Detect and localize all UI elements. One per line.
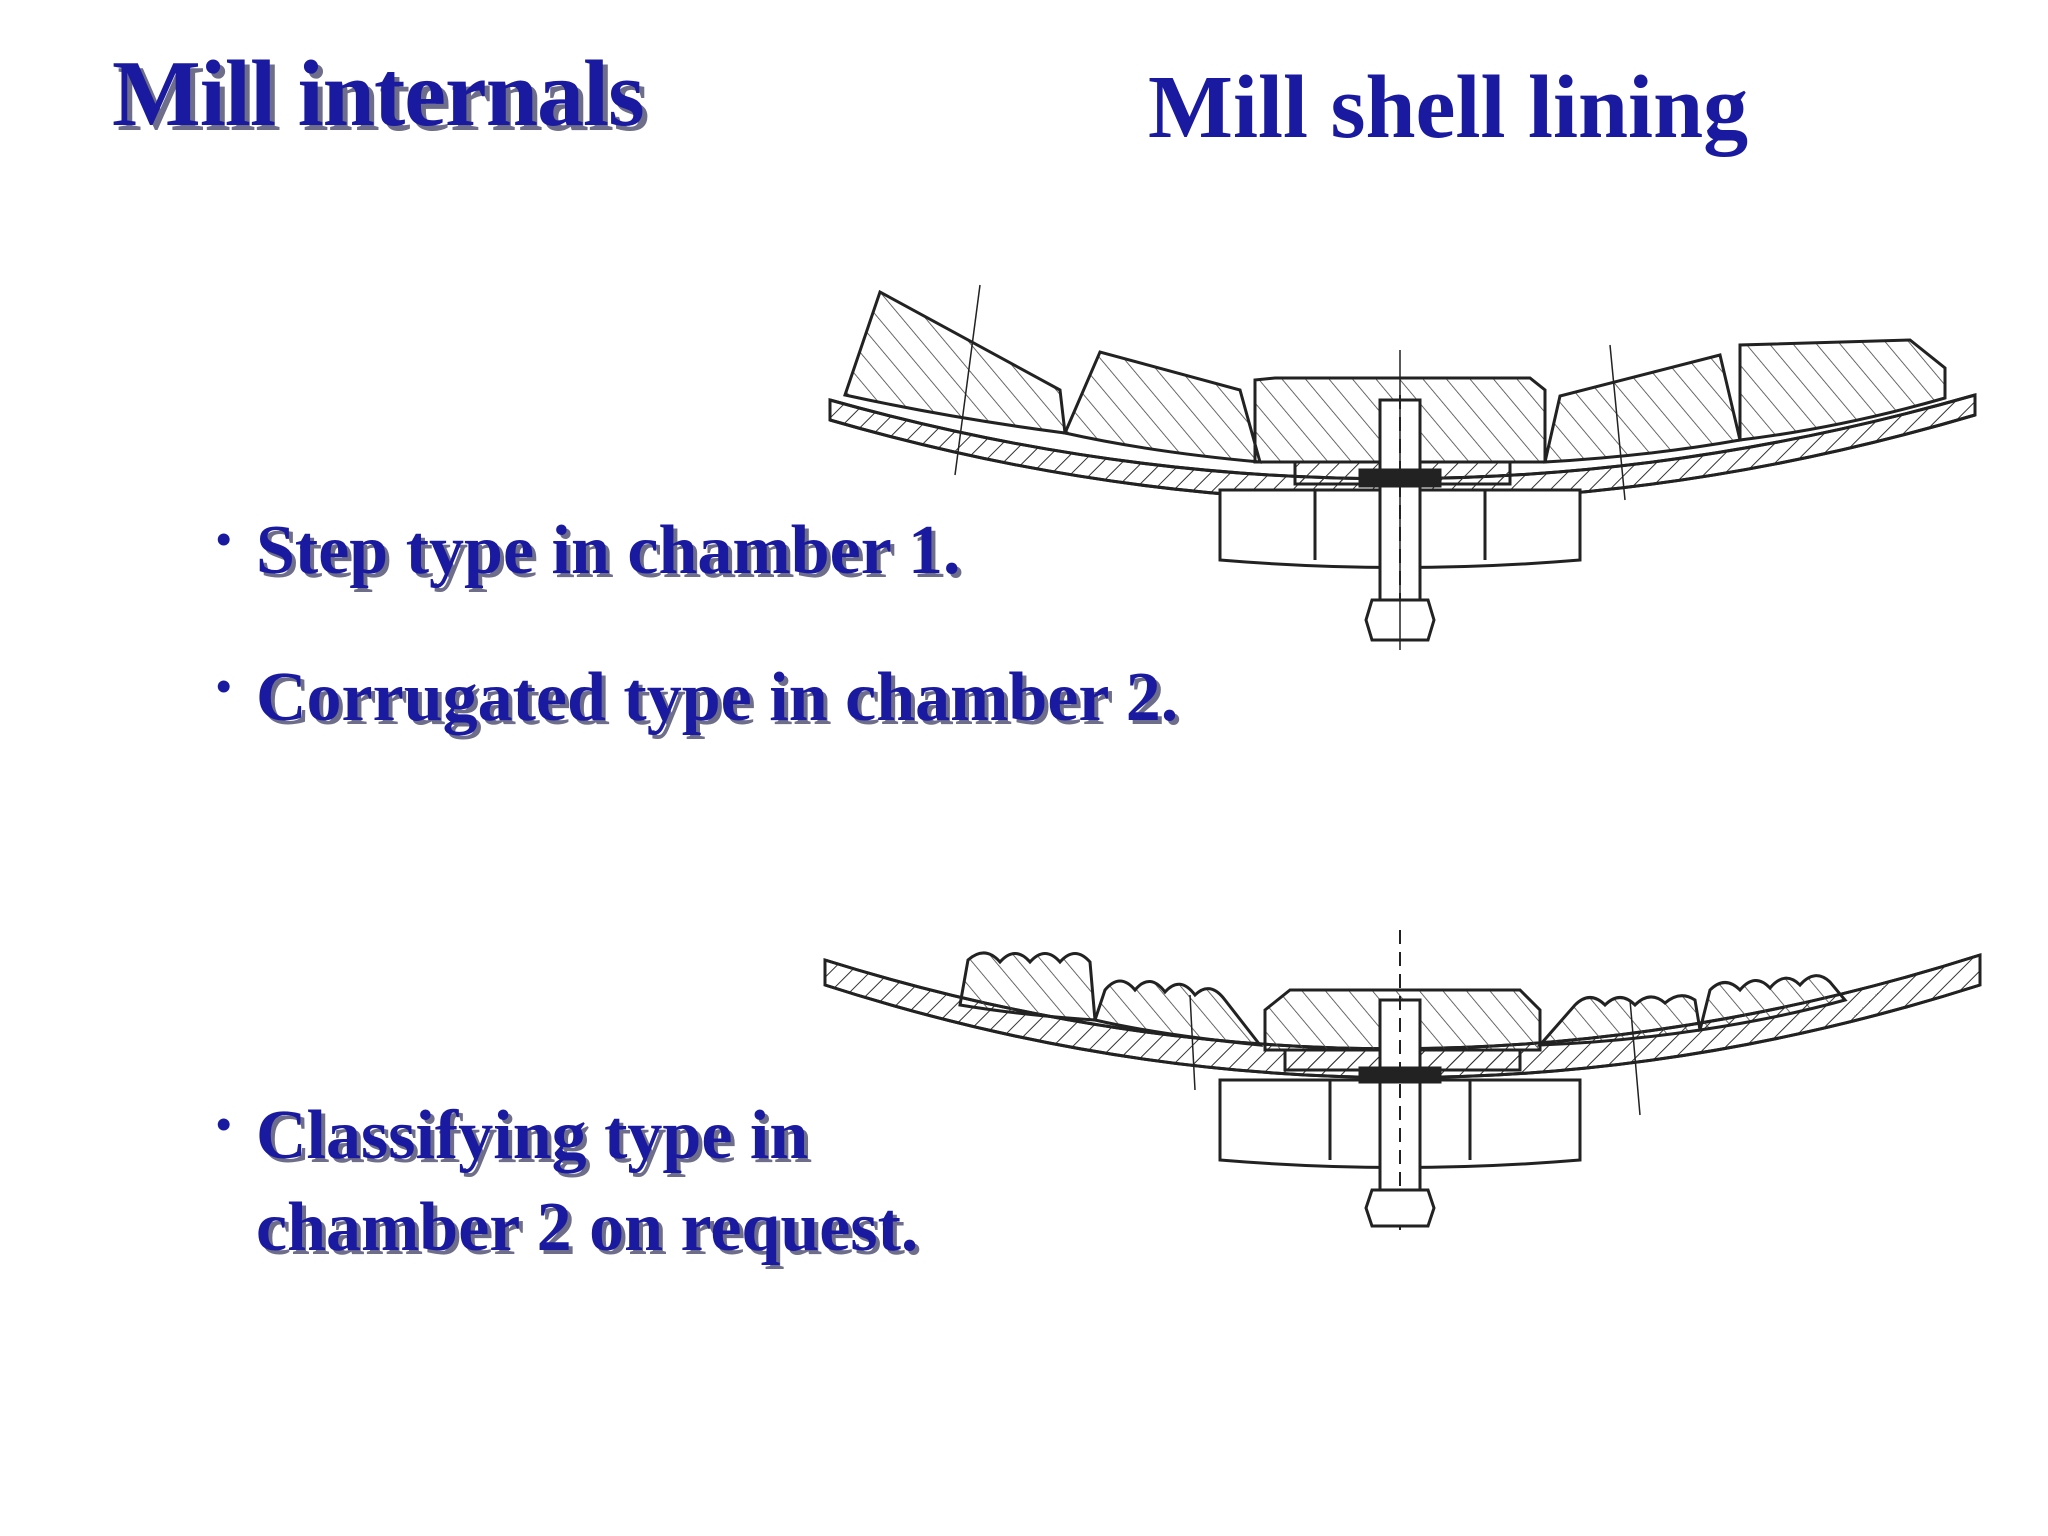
bullet-classifying-type: • Classifying type in chamber 2 on reque… xyxy=(216,1090,918,1274)
slide-subtitle: Mill shell lining xyxy=(1148,58,1749,157)
bullet-text: Corrugated type in chamber 2. xyxy=(256,659,1179,736)
step-lining-drawing xyxy=(828,284,1977,650)
bullet-text: Classifying type in chamber 2 on request… xyxy=(256,1097,919,1266)
bullet-corrugated-type: • Corrugated type in chamber 2. xyxy=(216,652,1178,744)
bullet-dot: • xyxy=(216,662,232,711)
bullet-step-type: • Step type in chamber 1. xyxy=(216,505,961,597)
bullet-dot: • xyxy=(216,515,232,564)
slide-title: Mill internals xyxy=(112,42,645,146)
bullet-text: Step type in chamber 1. xyxy=(256,512,961,589)
corrugated-lining-drawing xyxy=(823,930,1982,1230)
bullet-dot: • xyxy=(216,1100,232,1149)
